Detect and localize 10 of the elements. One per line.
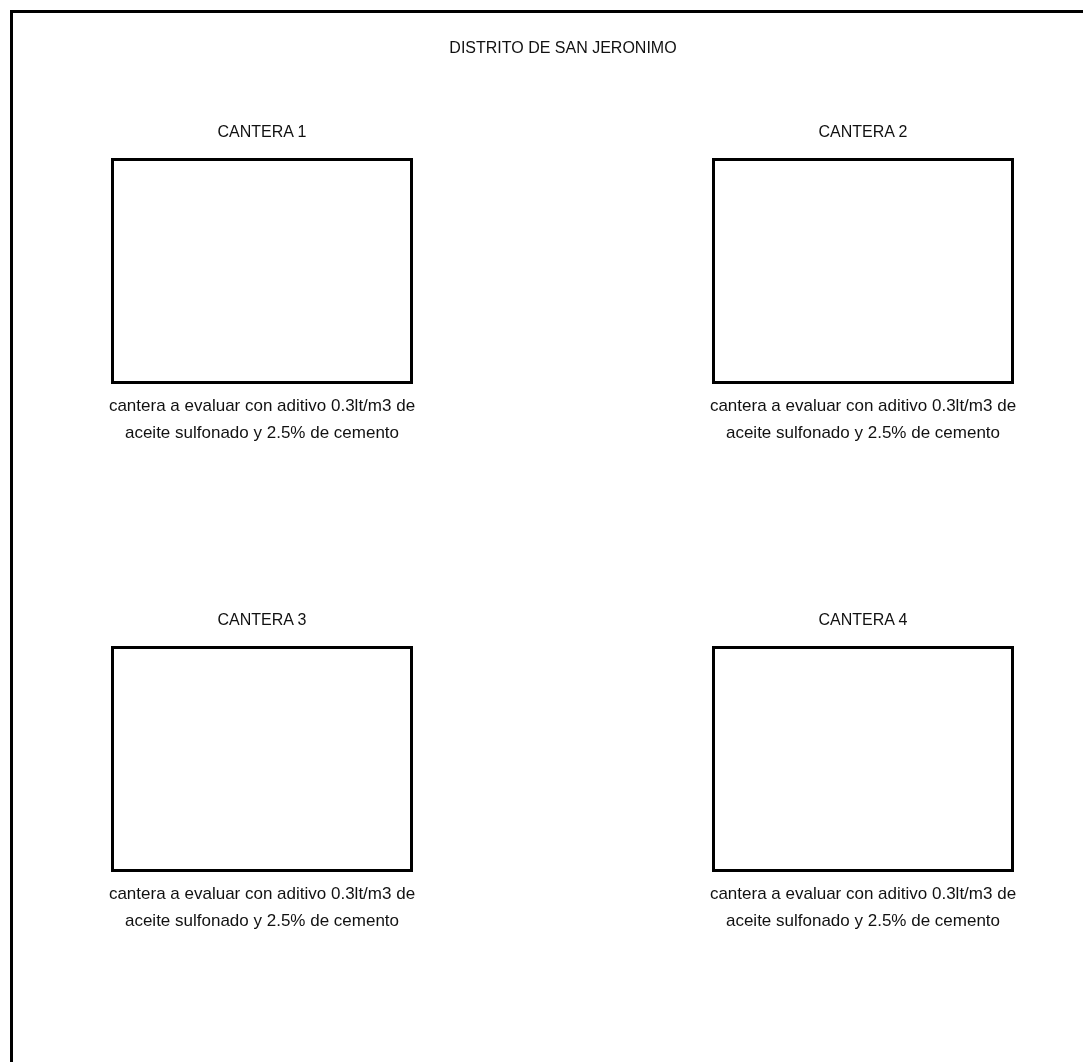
quarry-caption: cantera a evaluar con aditivo 0.3lt/m3 de aceite sulfonado y 2.5% de cemento — [107, 883, 417, 932]
district-title: DISTRITO DE SAN JERONIMO — [448, 39, 678, 57]
district-frame — [10, 10, 1083, 1062]
quarry-caption: cantera a evaluar con aditivo 0.3lt/m3 de aceite sulfonado y 2.5% de cemento — [708, 883, 1018, 932]
quarry-caption: cantera a evaluar con aditivo 0.3lt/m3 de aceite sulfonado y 2.5% de cemento — [708, 395, 1018, 444]
quarry-heading: CANTERA 1 — [216, 123, 308, 141]
quarry-caption: cantera a evaluar con aditivo 0.3lt/m3 de aceite sulfonado y 2.5% de cemento — [107, 395, 417, 444]
quarry-heading: CANTERA 2 — [817, 123, 909, 141]
quarry-heading: CANTERA 4 — [817, 611, 909, 629]
quarry-heading: CANTERA 3 — [216, 611, 308, 629]
